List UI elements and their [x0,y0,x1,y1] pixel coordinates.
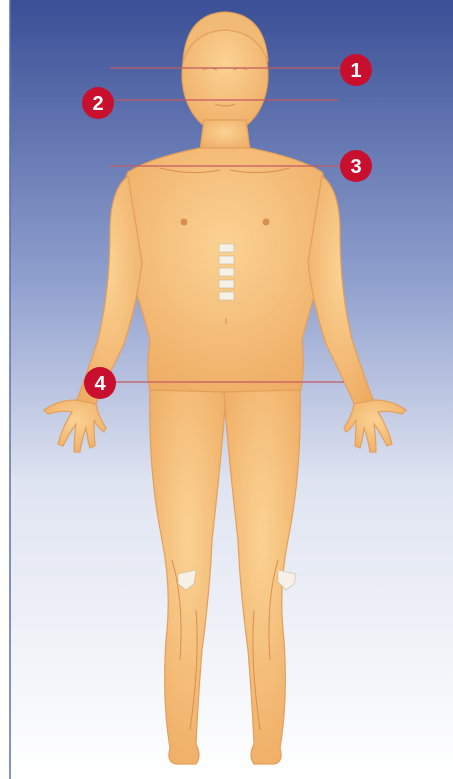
marker-2-label: 2 [92,93,103,115]
marker-4: 4 [84,367,116,399]
right-nipple [263,219,269,225]
marker-3-label: 3 [350,156,361,178]
marker-1: 1 [340,54,372,86]
marker-1-label: 1 [350,60,361,82]
abdominal-patch [219,268,234,276]
neck [200,120,250,150]
abdominal-patch [219,256,234,264]
abdominal-patch [219,280,234,288]
left-nipple [181,219,187,225]
abdominal-patch [219,244,234,252]
marker-3: 3 [340,150,372,182]
marker-2: 2 [82,87,114,119]
marker-4-label: 4 [94,373,106,395]
abdominal-patch [219,292,234,300]
